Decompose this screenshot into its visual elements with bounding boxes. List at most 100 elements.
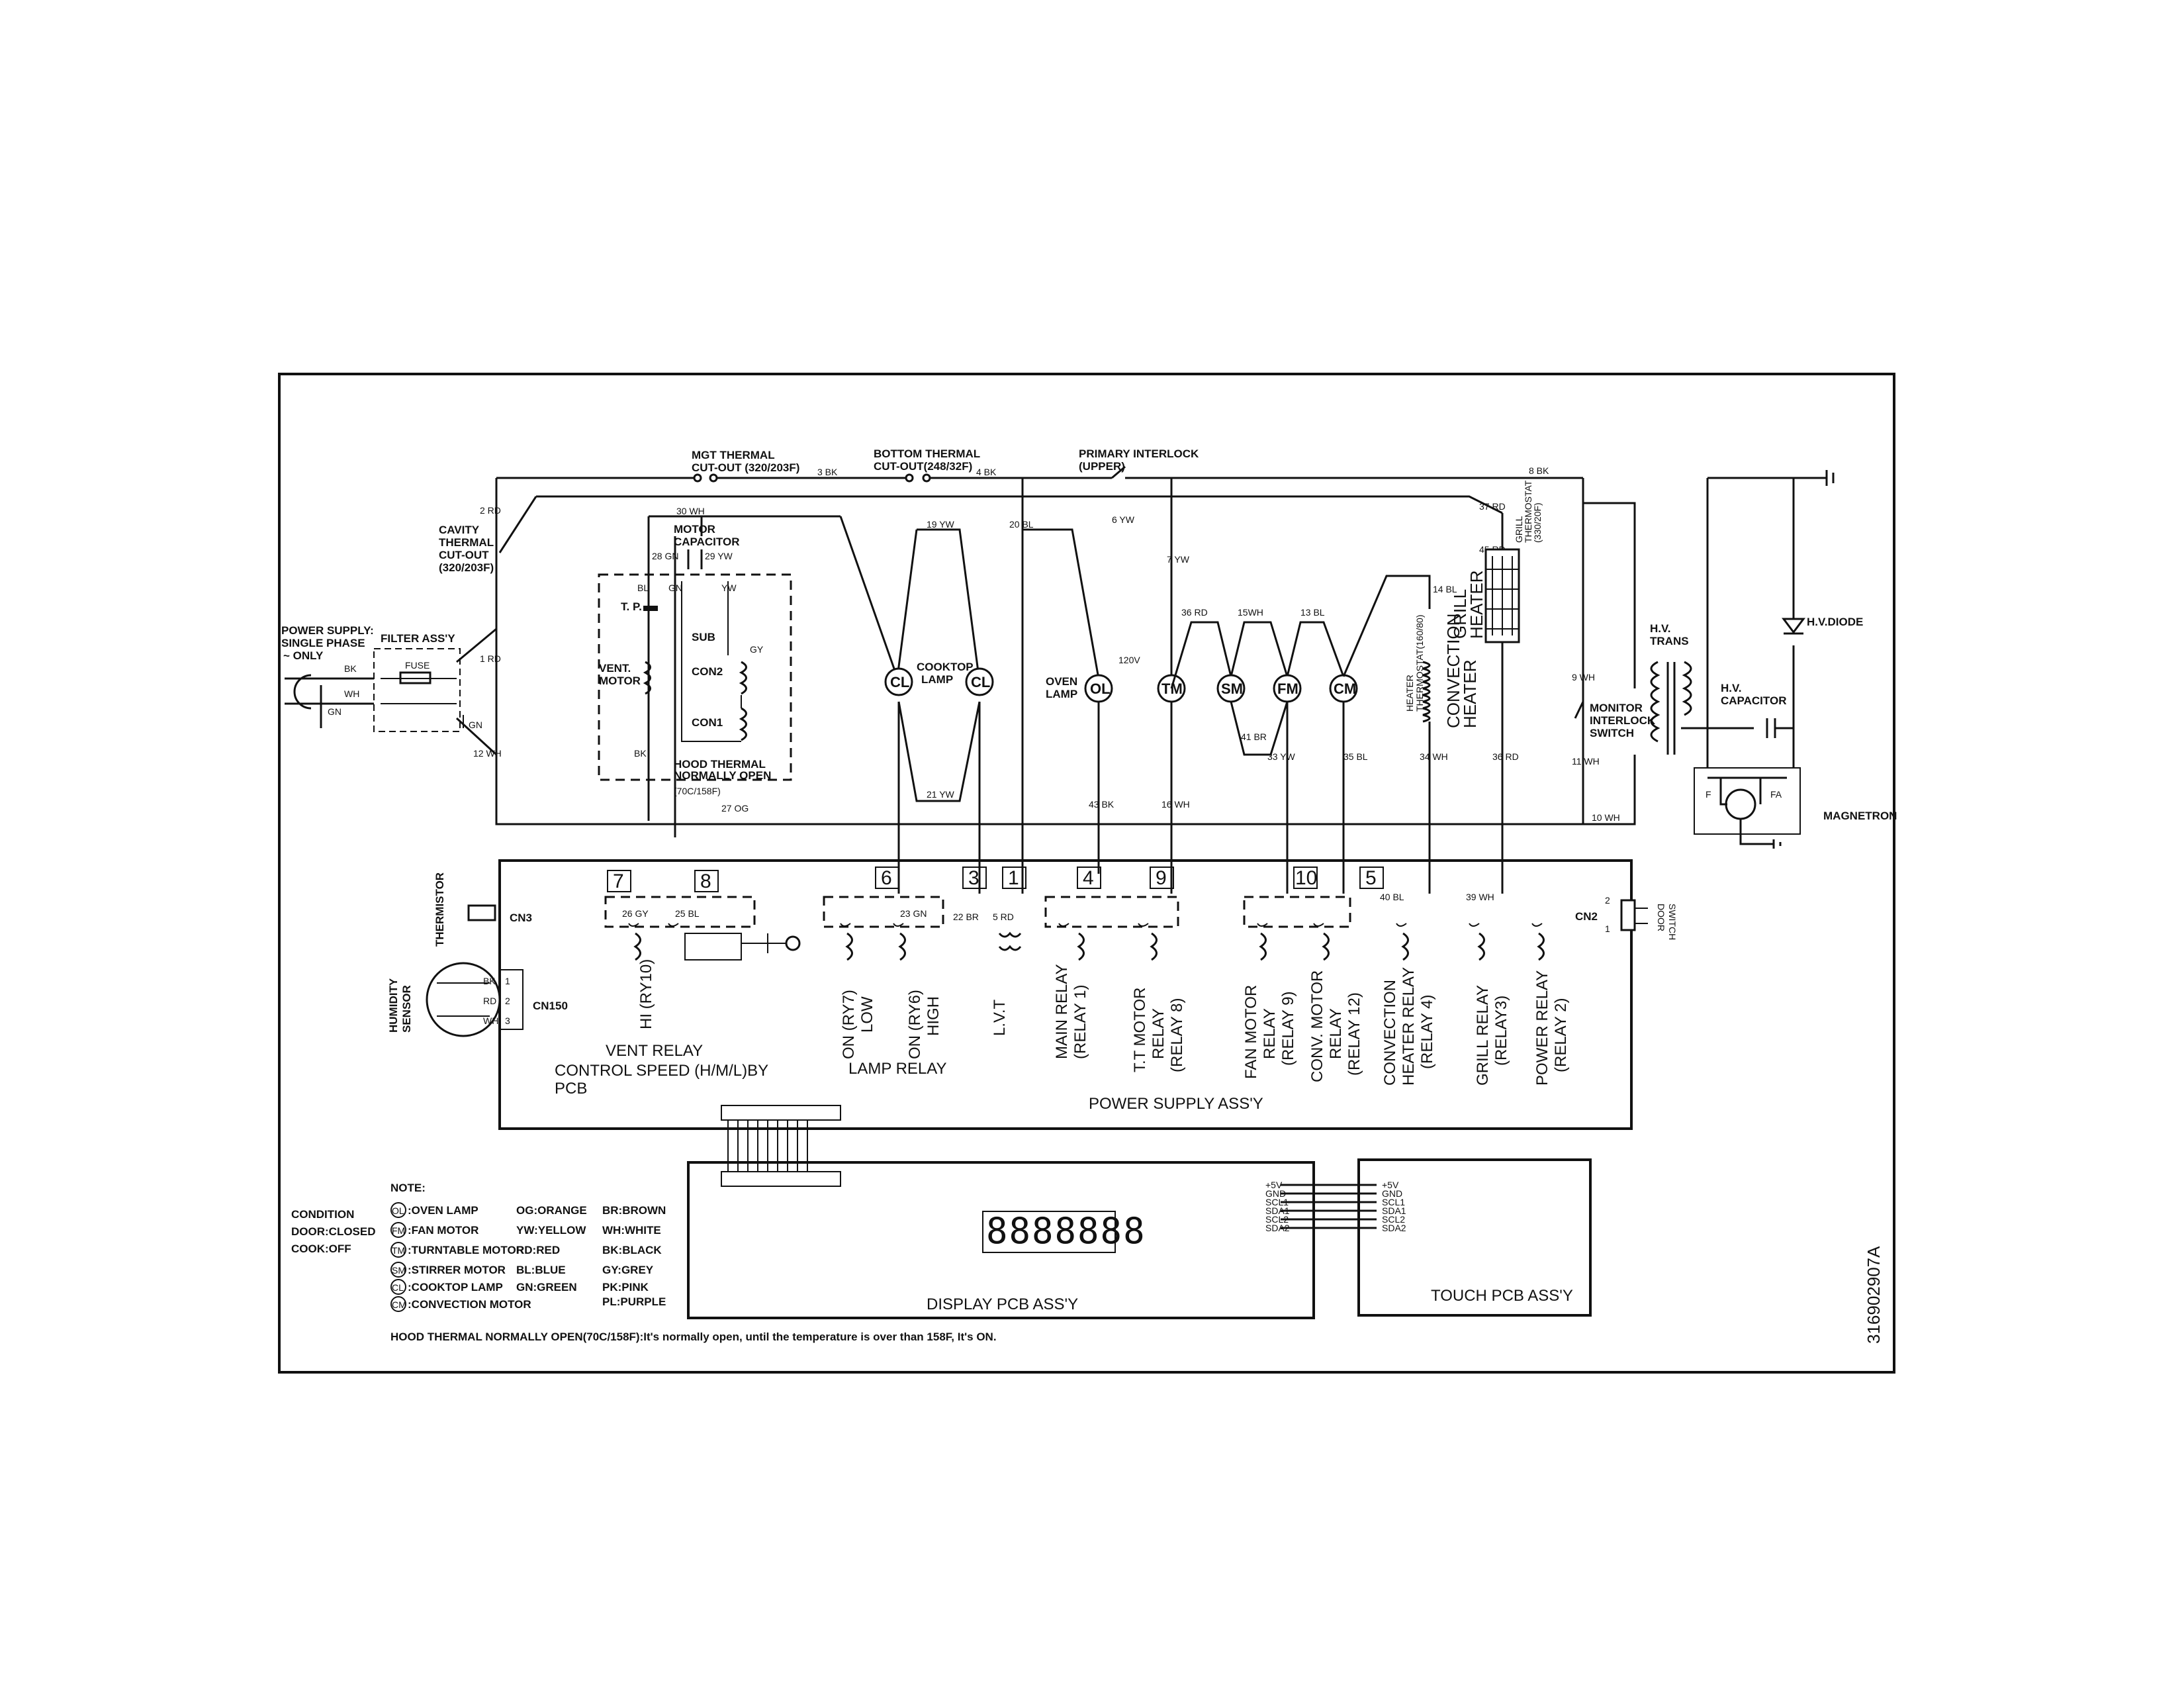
hv-diode-label: H.V.DIODE (1807, 616, 1863, 628)
grill-thermostat-label: (330/20F) (1532, 502, 1543, 543)
condition-block: CONDITION DOOR:CLOSED COOK:OFF (291, 1208, 376, 1255)
relay-label: (RELAY 1) (1071, 985, 1089, 1060)
relay-label: RELAY (1150, 1008, 1167, 1059)
display-pcb-label: DISPLAY PCB ASS'Y (927, 1295, 1078, 1313)
wire-label: BL (637, 583, 649, 593)
pin-label: SDA1 (1382, 1205, 1406, 1216)
filter-assy-box (373, 648, 461, 732)
relay-label: HEATER RELAY (1400, 967, 1418, 1086)
wire-label: WH (344, 688, 359, 699)
wire-label: GN (469, 720, 482, 730)
fa-label: FA (1770, 789, 1782, 800)
wire-label: 25 BL (675, 908, 700, 919)
cavity-thermal-text: CAVITY (439, 524, 480, 536)
motor-capacitor-label: MOTOR (674, 523, 715, 536)
thermistor-label: THERMISTOR (433, 872, 446, 947)
display-digits: 8888888 (986, 1210, 1146, 1252)
heater-thermostat-label: HEATER (1404, 675, 1415, 712)
hv-trans-label: H.V. (1650, 622, 1671, 635)
relay-label: RELAY (1261, 1008, 1279, 1059)
power-supply-text: SINGLE PHASE (281, 637, 365, 649)
thermal-cutouts: MGT THERMAL CUT-OUT (320/203F) BOTTOM TH… (473, 447, 1549, 759)
pin-label: GND (1265, 1188, 1286, 1199)
grill-heater-label: HEATER (1467, 570, 1486, 639)
relay-num: 9 (1156, 867, 1167, 889)
primary-interlock-label: PRIMARY INTERLOCK (1079, 447, 1199, 460)
cavity-thermal-cutout: CAVITY THERMAL CUT-OUT (320/203F) (439, 524, 494, 574)
color-code: YW:YELLOW (516, 1224, 586, 1237)
color-code: GY:GREY (602, 1264, 654, 1276)
bottom-thermal-sub: CUT-OUT(248/32F) (874, 460, 972, 473)
wire-label: 34 WH (1420, 751, 1448, 762)
hv-trans-label: TRANS (1650, 635, 1689, 647)
legend-sym: SM (392, 1265, 406, 1276)
condition-text: CONDITION (291, 1208, 354, 1221)
cm-symbol: CM (1334, 680, 1356, 697)
wire-label: 5 RD (993, 912, 1014, 922)
relay-label: CONVECTION (1381, 980, 1399, 1086)
wire-label: GN (328, 706, 341, 717)
pin-label: +5V (1382, 1180, 1399, 1190)
relay-labels: HI (RY10) ON (RY7) LOW ON (RY6) HIGH L.V… (637, 959, 1570, 1086)
color-code: WH:WHITE (602, 1224, 661, 1237)
legend-sym: CM (392, 1299, 406, 1310)
grill-thermostat-label: THERMOSTAT (1523, 480, 1533, 543)
wire-label: 19 YW (927, 519, 955, 530)
main-circuit-wiring (455, 477, 1584, 825)
condition-text: DOOR:CLOSED (291, 1225, 376, 1238)
ground-icon (1813, 470, 1835, 486)
high-voltage-section: 9 WH 11 WH 10 WH MONITOR INTERLOCK SWITC… (1572, 470, 1897, 849)
hood-thermal-label: (70C/158F) (674, 786, 721, 796)
sub-label: SUB (692, 631, 715, 643)
wire-label: 30 WH (676, 506, 705, 516)
color-code: BR:BROWN (602, 1204, 666, 1217)
condition-text: COOK:OFF (291, 1243, 351, 1255)
convection-heater-label: HEATER (1460, 659, 1480, 728)
hv-capacitor-label: H.V. (1721, 682, 1742, 694)
primary-interlock-sub: (UPPER) (1079, 460, 1125, 473)
hv-transformer (1650, 661, 1692, 755)
legend-text: :OVEN LAMP (408, 1204, 478, 1217)
hood-thermal-label: HOOD THERMAL (674, 758, 766, 771)
fuse-label: FUSE (405, 660, 430, 671)
wire-label: 40 BL (1380, 892, 1404, 902)
wire-label: YW (721, 583, 737, 593)
thermal-protector (643, 606, 658, 611)
lamp-relay-label: LAMP RELAY (848, 1060, 947, 1078)
door-switch: CN2 2 1 DOOR SWITCH (1575, 895, 1678, 940)
vent-motor-label: VENT. (599, 662, 631, 675)
touch-pcb (1357, 1158, 1592, 1317)
cavity-thermal-text: THERMAL (439, 536, 494, 549)
legend-sym: FM (392, 1225, 405, 1236)
relay-label: HIGH (925, 996, 942, 1036)
plug-icon (285, 674, 331, 728)
wire-label: 2 RD (480, 505, 501, 516)
relay-num: 5 (1365, 867, 1377, 889)
legend-text: :FAN MOTOR (408, 1224, 478, 1237)
cl-symbol: CL (890, 674, 909, 690)
wire-label: 22 BR (953, 912, 979, 922)
humidity-sensor-label: SENSOR (400, 985, 413, 1033)
relay-label: L.V.T (991, 1000, 1009, 1036)
cn150-pin: BK (483, 976, 496, 986)
wire-label: 35 BL (1343, 751, 1368, 762)
oven-lamp-label: LAMP (1046, 688, 1077, 700)
power-supply-text: POWER SUPPLY: (281, 624, 374, 637)
relay-label: GRILL RELAY (1474, 985, 1492, 1086)
thermistor (467, 904, 496, 921)
tm-symbol: TM (1161, 680, 1183, 697)
magnetron-label: MAGNETRON (1823, 810, 1897, 822)
cn3-label: CN3 (510, 912, 532, 924)
relay-num: 3 (968, 867, 979, 889)
pin-label: SCL2 (1265, 1214, 1289, 1225)
wire-label: 28 GN (652, 551, 678, 561)
pin-label: +5V (1265, 1180, 1283, 1190)
wire-label: 37 RD (1479, 501, 1506, 512)
wire-label: 36 RD (1181, 607, 1208, 618)
cn150-num: 1 (505, 976, 510, 986)
vent-motor-coil (643, 661, 747, 741)
relay-label: ON (RY6) (906, 990, 924, 1059)
oven-lamp-section: 20 BL 6 YW OL OVEN LAMP 120V 43 BK (1009, 478, 1140, 894)
relay-number-boxes: 7 8 6 3 1 4 9 10 5 (607, 867, 1384, 892)
